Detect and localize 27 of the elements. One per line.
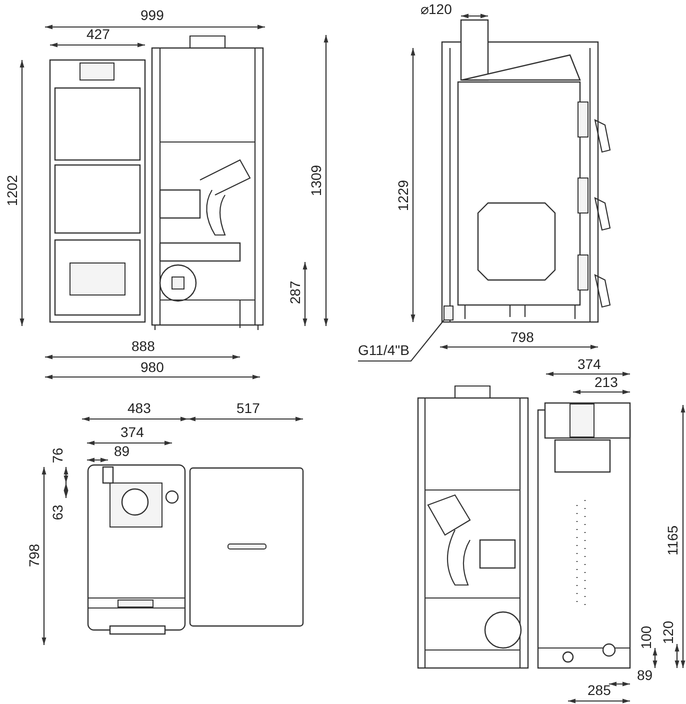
- dimension-label: 888: [132, 338, 155, 354]
- dimension-label: 374: [578, 356, 601, 372]
- dimension-label: 287: [288, 280, 303, 304]
- dimension-label: 483: [128, 400, 151, 416]
- dimension-label: 120: [660, 620, 676, 644]
- dimension-label: 213: [594, 374, 618, 390]
- dimension-label: 798: [510, 330, 534, 344]
- dimension-label: 1229: [396, 179, 411, 211]
- dimension-label: 374: [120, 424, 144, 440]
- dimension-label: 100: [638, 625, 654, 649]
- leader-line: [358, 320, 444, 362]
- dimension-label: 980: [140, 360, 164, 374]
- dimension-label: 999: [140, 8, 164, 22]
- dimension-label: 63: [50, 504, 66, 520]
- dimension-label: 798: [26, 543, 42, 567]
- dimension-label: 285: [588, 682, 611, 698]
- dimension-label: 1309: [308, 164, 324, 196]
- dimension-label: 1202: [4, 174, 20, 206]
- dimension-label: ⌀120: [420, 2, 452, 16]
- dimension-label: 1165: [666, 524, 681, 556]
- dimension-label: 517: [236, 400, 260, 416]
- dimension-label: 427: [86, 26, 110, 42]
- thread-size-label: G11/4"B: [358, 343, 410, 358]
- dimension-label: 89: [637, 668, 653, 682]
- dimension-label: 76: [50, 447, 66, 463]
- dimension-label: 89: [114, 444, 130, 458]
- pipe-fitting: [444, 306, 454, 320]
